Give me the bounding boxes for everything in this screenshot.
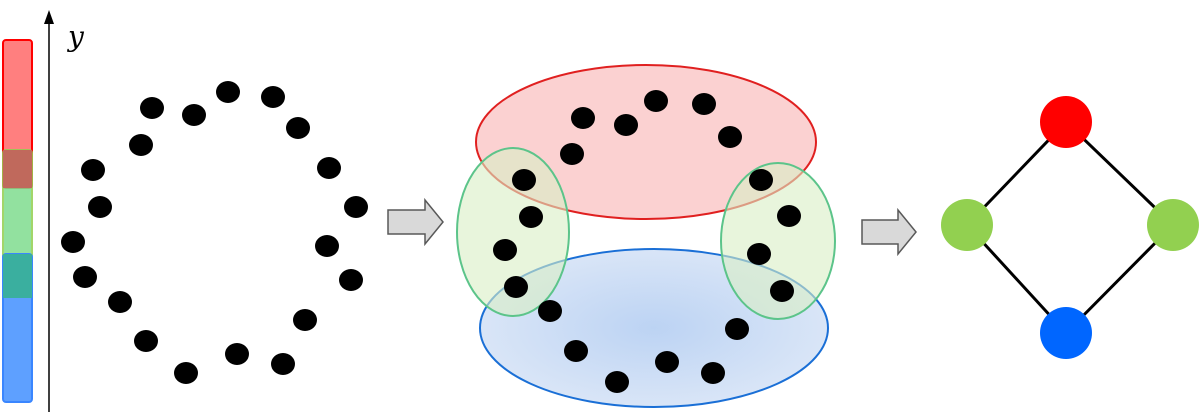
data-point: [644, 90, 668, 112]
data-point: [538, 300, 562, 322]
data-point: [271, 353, 295, 375]
arrow-right-2: [861, 207, 917, 257]
data-point: [293, 309, 317, 331]
data-point: [225, 343, 249, 365]
graph-node-green-left: [941, 199, 993, 251]
data-point: [88, 196, 112, 218]
filter-segment-red-green-overlap: [3, 150, 32, 188]
data-point: [564, 340, 588, 362]
data-point: [134, 330, 158, 352]
graph-node-blue: [1040, 307, 1092, 359]
data-point: [725, 318, 749, 340]
data-point: [317, 157, 341, 179]
data-point: [315, 235, 339, 257]
data-point: [655, 351, 679, 373]
data-point: [701, 362, 725, 384]
data-point: [339, 269, 363, 291]
data-point: [519, 206, 543, 228]
filter-segment-green-blue-overlap: [3, 254, 32, 298]
cluster-green-right: [720, 162, 836, 320]
data-point: [216, 81, 240, 103]
y-axis-label: y: [66, 20, 85, 53]
data-point: [614, 114, 638, 136]
nerve-graph: [941, 96, 1199, 359]
arrow-right-1: [387, 197, 444, 247]
data-point: [605, 371, 629, 393]
data-point: [182, 104, 206, 126]
data-point: [61, 231, 85, 253]
y-axis: y: [44, 10, 85, 412]
data-point: [747, 243, 771, 265]
data-point: [140, 97, 164, 119]
data-point: [749, 169, 773, 191]
data-point: [512, 169, 536, 191]
data-point: [718, 126, 742, 148]
data-point: [174, 362, 198, 384]
data-point: [81, 159, 105, 181]
data-point: [73, 266, 97, 288]
cluster-red: [475, 64, 817, 220]
cluster-green-left: [456, 147, 570, 317]
data-point: [560, 143, 584, 165]
graph-node-green-right: [1147, 199, 1199, 251]
cover-clusters: [456, 64, 836, 408]
data-point: [493, 239, 517, 261]
data-point: [344, 196, 368, 218]
data-point: [571, 107, 595, 129]
data-point: [777, 205, 801, 227]
data-point: [692, 93, 716, 115]
graph-node-red: [1040, 96, 1092, 148]
point-cloud: [61, 81, 368, 384]
data-point: [286, 117, 310, 139]
data-point: [261, 86, 285, 108]
filter-color-bar: [2, 39, 33, 403]
data-point: [108, 291, 132, 313]
data-point: [770, 280, 794, 302]
data-point: [504, 276, 528, 298]
data-point: [129, 134, 153, 156]
